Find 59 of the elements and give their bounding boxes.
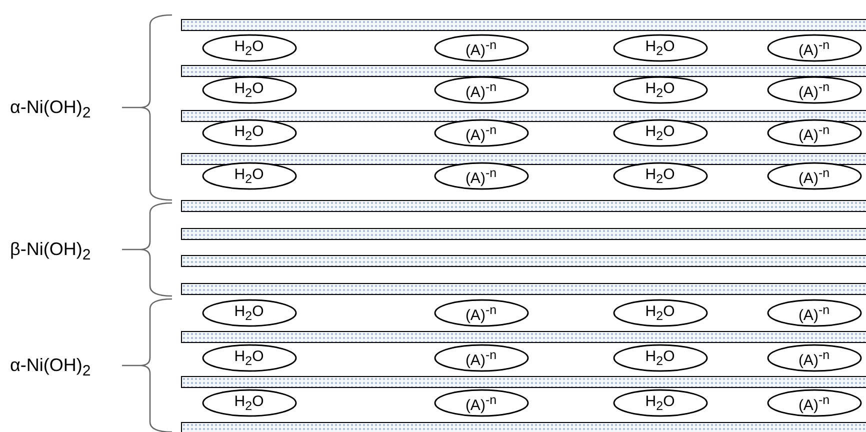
ion-ellipse	[612, 162, 708, 190]
ion-label: H$_{2}$O	[234, 304, 264, 322]
ion-label: (A)$^{-n}$	[798, 348, 830, 368]
ion-ellipse	[202, 76, 296, 104]
ion-label: H$_{2}$O	[645, 124, 675, 142]
phase-label: α-Ni(OH)$_{2}$	[10, 354, 91, 380]
ion-label: H$_{2}$O	[645, 38, 675, 58]
ion-label: (A)$^{-n}$	[465, 348, 497, 368]
ion-ellipse	[434, 162, 528, 190]
ion-label: H$_{2}$O	[234, 394, 264, 412]
ion-ellipse	[434, 76, 528, 104]
phase-label: α-Ni(OH)$_{2}$	[10, 96, 91, 122]
ion-label: H$_{2}$O	[234, 124, 264, 142]
ion-label: (A)$^{-n}$	[465, 80, 497, 100]
ion-ellipse	[612, 76, 708, 104]
ion-label: (A)$^{-n}$	[798, 166, 830, 186]
ion-ellipse	[202, 119, 296, 147]
ion-ellipse	[434, 344, 528, 372]
ion-label: (A)$^{-n}$	[465, 304, 497, 322]
ion-ellipse	[766, 389, 862, 417]
ion-ellipse	[612, 344, 708, 372]
ion-ellipse	[612, 34, 708, 62]
ion-label: H$_{2}$O	[234, 80, 264, 100]
ion-ellipse	[202, 299, 296, 327]
ion-label: H$_{2}$O	[645, 166, 675, 186]
ion-label: (A)$^{-n}$	[465, 38, 497, 58]
ion-label: H$_{2}$O	[234, 166, 264, 186]
ion-label: (A)$^{-n}$	[798, 124, 830, 142]
ion-label: (A)$^{-n}$	[465, 394, 497, 412]
ion-label: (A)$^{-n}$	[465, 124, 497, 142]
ion-label: (A)$^{-n}$	[798, 38, 830, 58]
ion-label: H$_{2}$O	[645, 394, 675, 412]
ion-label: (A)$^{-n}$	[798, 80, 830, 100]
ion-ellipse	[612, 119, 708, 147]
ion-ellipse	[766, 76, 862, 104]
ion-ellipse	[202, 344, 296, 372]
ion-ellipse	[434, 119, 528, 147]
ion-ellipse	[434, 299, 528, 327]
ion-ellipse	[434, 389, 528, 417]
ion-ellipse	[202, 389, 296, 417]
ion-label: (A)$^{-n}$	[798, 304, 830, 322]
ion-ellipse	[766, 344, 862, 372]
ion-ellipse	[766, 162, 862, 190]
ion-ellipse	[434, 34, 528, 62]
ion-ellipse	[766, 34, 862, 62]
ion-ellipse	[612, 389, 708, 417]
ion-label: H$_{2}$O	[645, 80, 675, 100]
ion-ellipse	[202, 162, 296, 190]
ion-ellipse	[766, 299, 862, 327]
ion-label: H$_{2}$O	[645, 304, 675, 322]
ion-ellipse	[612, 299, 708, 327]
ion-label: (A)$^{-n}$	[798, 394, 830, 412]
ion-ellipse	[202, 34, 296, 62]
ion-label: H$_{2}$O	[234, 348, 264, 368]
ion-label: H$_{2}$O	[234, 38, 264, 58]
ion-ellipse	[766, 119, 862, 147]
phase-label: β-Ni(OH)$_{2}$	[10, 238, 91, 264]
ion-label: (A)$^{-n}$	[465, 166, 497, 186]
ion-label: H$_{2}$O	[645, 348, 675, 368]
